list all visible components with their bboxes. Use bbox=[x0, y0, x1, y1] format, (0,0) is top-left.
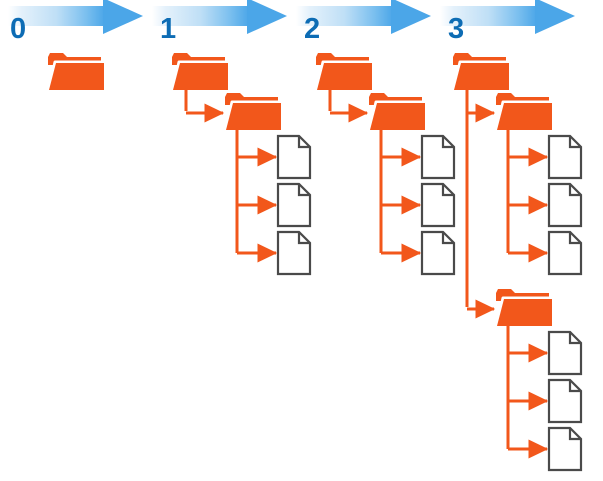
timeline-arrow-icon-head bbox=[391, 0, 431, 34]
document-fold-corner bbox=[441, 184, 454, 197]
folder-tree-step-3 bbox=[452, 53, 583, 472]
document-icon-step-2-1-3[interactable] bbox=[420, 230, 456, 276]
folder-front-panel bbox=[49, 63, 104, 90]
document-icon-step-3-1-2[interactable] bbox=[547, 182, 583, 228]
folder-front-panel bbox=[370, 103, 425, 130]
folder-edge-highlight bbox=[495, 100, 552, 131]
timeline-arrow-2 bbox=[296, 0, 431, 34]
document-body bbox=[547, 182, 583, 228]
folder-front-panel bbox=[497, 103, 552, 130]
folder-edge-highlight bbox=[224, 100, 281, 131]
folder-tree-step-1 bbox=[171, 53, 312, 276]
document-fold-corner bbox=[568, 136, 581, 149]
timeline-layer: 0 1 2 3 bbox=[8, 0, 575, 45]
document-body bbox=[547, 230, 583, 276]
folder-edge-highlight bbox=[368, 100, 425, 131]
document-body bbox=[420, 182, 456, 228]
root-folder-icon-step-1[interactable] bbox=[171, 53, 228, 91]
timeline-arrow-icon-head bbox=[535, 0, 575, 34]
timeline-arrow-icon-shaft bbox=[8, 6, 105, 26]
root-folder-icon-step-0[interactable] bbox=[47, 53, 104, 91]
timeline-arrow-0 bbox=[8, 0, 143, 34]
folder-edge-highlight bbox=[315, 60, 372, 91]
document-body bbox=[547, 378, 583, 424]
document-fold-corner bbox=[568, 428, 581, 441]
folder-front-panel bbox=[226, 103, 281, 130]
document-icon-step-3-1-3[interactable] bbox=[547, 230, 583, 276]
child-folder-icon-step-3-2[interactable] bbox=[495, 289, 552, 327]
timeline-arrow-3 bbox=[440, 0, 575, 34]
document-fold-corner bbox=[297, 136, 310, 149]
timeline-arrow-icon-head bbox=[103, 0, 143, 34]
document-body bbox=[547, 330, 583, 376]
document-body bbox=[276, 182, 312, 228]
folder-front-panel bbox=[317, 63, 372, 90]
folder-front-panel bbox=[497, 299, 552, 326]
document-icon-step-2-1-2[interactable] bbox=[420, 182, 456, 228]
document-fold-corner bbox=[568, 332, 581, 345]
document-icon-step-1-1-3[interactable] bbox=[276, 230, 312, 276]
document-icon-step-3-2-3[interactable] bbox=[547, 426, 583, 472]
document-icon-step-2-1-1[interactable] bbox=[420, 134, 456, 180]
timeline-arrow-icon-shaft bbox=[296, 6, 393, 26]
child-folder-icon-step-1-1[interactable] bbox=[224, 93, 281, 131]
document-body bbox=[276, 134, 312, 180]
document-body bbox=[420, 134, 456, 180]
document-body bbox=[547, 426, 583, 472]
folder-edge-highlight bbox=[452, 60, 509, 91]
folder-edge-highlight bbox=[47, 60, 104, 91]
folder-edge-highlight bbox=[171, 60, 228, 91]
step-label-0: 0 bbox=[10, 13, 26, 45]
child-folder-icon-step-3-1[interactable] bbox=[495, 93, 552, 131]
root-folder-icon-step-2[interactable] bbox=[315, 53, 372, 91]
document-fold-corner bbox=[568, 380, 581, 393]
document-body bbox=[547, 134, 583, 180]
folder-tree-step-0 bbox=[47, 53, 104, 91]
folder-edge-highlight bbox=[495, 296, 552, 327]
folder-front-panel bbox=[454, 63, 509, 90]
folder-front-panel bbox=[173, 63, 228, 90]
document-icon-step-1-1-1[interactable] bbox=[276, 134, 312, 180]
timeline-arrow-icon-shaft bbox=[152, 6, 249, 26]
root-folder-icon-step-3[interactable] bbox=[452, 53, 509, 91]
document-icon-step-3-1-1[interactable] bbox=[547, 134, 583, 180]
document-body bbox=[276, 230, 312, 276]
document-fold-corner bbox=[297, 232, 310, 245]
document-icon-step-3-2-2[interactable] bbox=[547, 378, 583, 424]
folder-tree-step-2 bbox=[315, 53, 456, 276]
document-icon-step-3-2-1[interactable] bbox=[547, 330, 583, 376]
document-fold-corner bbox=[297, 184, 310, 197]
timeline-arrow-icon-head bbox=[247, 0, 287, 34]
step-label-1: 1 bbox=[160, 13, 176, 45]
document-fold-corner bbox=[568, 232, 581, 245]
document-fold-corner bbox=[568, 184, 581, 197]
step-label-2: 2 bbox=[304, 13, 320, 45]
timeline-arrow-1 bbox=[152, 0, 287, 34]
document-body bbox=[420, 230, 456, 276]
step-label-3: 3 bbox=[448, 13, 464, 45]
trees-layer bbox=[47, 53, 583, 472]
timeline-arrow-icon-shaft bbox=[440, 6, 537, 26]
document-fold-corner bbox=[441, 232, 454, 245]
document-icon-step-1-1-2[interactable] bbox=[276, 182, 312, 228]
document-fold-corner bbox=[441, 136, 454, 149]
child-folder-icon-step-2-1[interactable] bbox=[368, 93, 425, 131]
